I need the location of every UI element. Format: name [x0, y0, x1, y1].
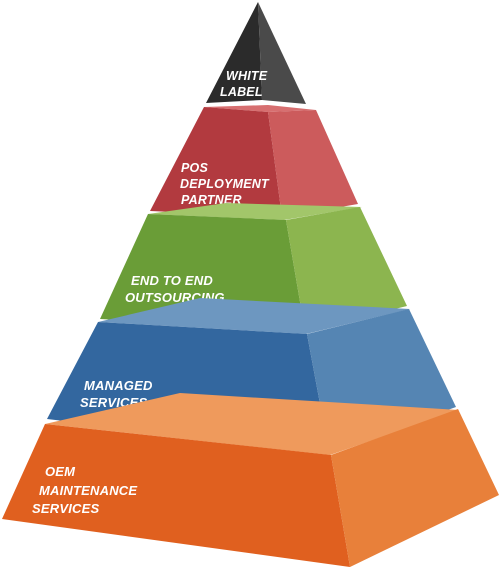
tier-oem-line-3: SERVICES [32, 501, 99, 516]
tier-oem-line-1: OEM [45, 464, 76, 479]
tier-oem-text: OEM MAINTENANCE SERVICES [32, 464, 141, 516]
tier-white-label-line-2: LABEL [220, 85, 263, 99]
tier-managed-top [98, 298, 410, 334]
tier-pos-top [204, 105, 316, 112]
tier-oem-maintenance-services: OEM MAINTENANCE SERVICES [2, 393, 499, 567]
tier-oem-side [331, 409, 499, 567]
tier-white-label: WHITE LABEL [206, 2, 306, 104]
tier-oem-line-2: MAINTENANCE [39, 483, 137, 498]
tier-white-label-text: WHITE LABEL [220, 69, 271, 99]
tier-end-to-end-outsourcing: END TO END OUTSOURCING [100, 203, 407, 331]
tier-white-label-front [206, 2, 262, 103]
tier-oem-front [2, 424, 350, 567]
tier-outsourcing-side [286, 207, 407, 331]
tier-oem-top [45, 393, 459, 455]
tier-outsourcing-top [148, 203, 362, 220]
tier-pos-side [268, 110, 358, 217]
tier-white-label-line-1: WHITE [226, 69, 268, 83]
tier-outsourcing-line-1: END TO END [131, 273, 213, 288]
tier-pos-line-1: POS [181, 161, 208, 175]
tier-white-label-side [258, 2, 306, 104]
tier-managed-line-1: MANAGED [84, 378, 153, 393]
tier-pos-front [150, 107, 282, 217]
tier-pos-line-2: DEPLOYMENT [180, 177, 270, 191]
tier-pos-deployment-partner: POS DEPLOYMENT PARTNER [150, 105, 358, 217]
